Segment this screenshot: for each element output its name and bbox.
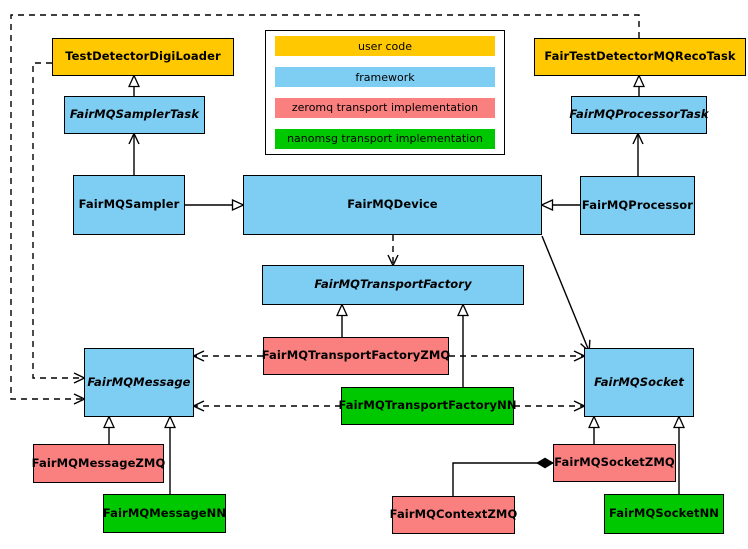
class-node-label: FairMQContextZMQ	[389, 507, 518, 522]
class-node-fairmqtransportfactoryzmq[interactable]: FairMQTransportFactoryZMQ	[261, 337, 451, 375]
class-node-label: FairMQMessage	[87, 374, 191, 389]
legend-item-zeromq: zeromq transport implementation	[275, 97, 495, 118]
class-node-fairmqprocessor[interactable]: FairMQProcessor	[580, 176, 695, 235]
edge-device-to-socket	[541, 235, 591, 353]
class-node-fairmqcontextzmq[interactable]: FairMQContextZMQ	[389, 496, 518, 534]
class-node-label: FairMQSamplerTask	[69, 107, 200, 122]
legend-label-framework: framework	[355, 70, 415, 84]
class-node-fairmqsocketzmq[interactable]: FairMQSocketZMQ	[553, 444, 676, 482]
class-node-fairmqsamplertask[interactable]: FairMQSamplerTask	[64, 96, 205, 134]
class-node-label: FairMQTransportFactoryNN	[338, 398, 517, 413]
class-node-label: FairMQProcessorTask	[569, 107, 709, 122]
class-node-fairtestdetectormqrecotask[interactable]: FairTestDetectorMQRecoTask	[534, 38, 746, 76]
class-node-label: FairMQSocketZMQ	[554, 455, 675, 470]
class-node-label: FairMQSocketNN	[608, 506, 720, 521]
class-node-fairmqmessagenn[interactable]: FairMQMessageNN	[103, 494, 226, 533]
class-node-fairmqsocket[interactable]: FairMQSocket	[584, 348, 694, 417]
edge-contextzmq-to-socketzmq	[452, 457, 554, 496]
class-node-fairmqmessage[interactable]: FairMQMessage	[84, 348, 194, 417]
class-node-label: FairMQMessageZMQ	[31, 455, 166, 470]
class-node-label: FairMQSocket	[594, 374, 684, 389]
legend-box: user code framework zeromq transport imp…	[265, 30, 505, 155]
class-node-fairmqprocessortask[interactable]: FairMQProcessorTask	[569, 96, 709, 134]
class-node-label: FairMQProcessor	[581, 197, 694, 212]
class-node-fairmqdevice[interactable]: FairMQDevice	[243, 175, 542, 235]
legend-item-user-code: user code	[275, 36, 495, 57]
legend-item-framework: framework	[275, 67, 495, 88]
class-node-label: FairTestDetectorMQRecoTask	[544, 49, 736, 64]
legend-item-nanomsg: nanomsg transport implementation	[275, 128, 495, 149]
legend-label-zeromq: zeromq transport implementation	[291, 101, 479, 115]
class-node-label: TestDetectorDigiLoader	[65, 49, 221, 64]
class-node-fairmqsocketnn[interactable]: FairMQSocketNN	[604, 494, 724, 534]
legend-label-user-code: user code	[357, 39, 413, 53]
class-node-fairmqsampler[interactable]: FairMQSampler	[73, 175, 185, 235]
class-node-fairmqmessagezmq[interactable]: FairMQMessageZMQ	[31, 444, 166, 483]
class-node-label: FairMQMessageNN	[102, 505, 227, 520]
legend-label-nanomsg: nanomsg transport implementation	[287, 132, 483, 146]
class-node-label: FairMQSampler	[78, 197, 180, 212]
class-node-testdetectordigiloader[interactable]: TestDetectorDigiLoader	[52, 38, 234, 76]
class-node-fairmqtransportfactorynn[interactable]: FairMQTransportFactoryNN	[338, 387, 517, 425]
class-node-label: FairMQTransportFactory	[314, 277, 472, 292]
class-node-label: FairMQDevice	[347, 197, 438, 212]
class-node-fairmqtransportfactory[interactable]: FairMQTransportFactory	[262, 265, 524, 305]
class-node-label: FairMQTransportFactoryZMQ	[261, 348, 451, 363]
